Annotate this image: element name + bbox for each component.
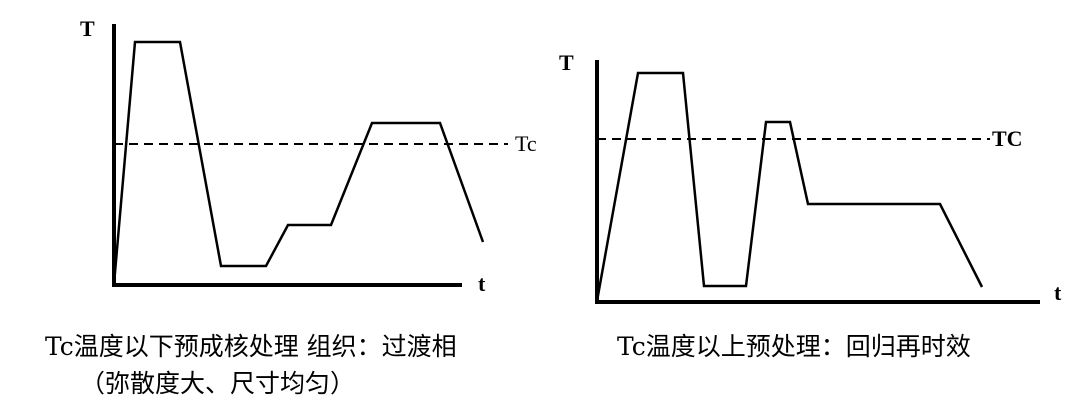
right-y-axis-label: T xyxy=(559,50,574,75)
right-caption: Tc温度以上预处理：回归再时效 xyxy=(617,332,971,361)
left-tc-label: Tc xyxy=(515,131,537,156)
left-x-axis-label: t xyxy=(478,271,486,296)
left-y-axis-label: T xyxy=(80,16,95,41)
right-temperature-curve xyxy=(595,71,984,302)
left-temperature-curve xyxy=(112,40,485,285)
right-diagram: T t TC xyxy=(559,50,1062,305)
left-diagram: T t Tc xyxy=(80,16,537,296)
right-x-axis-label: t xyxy=(1054,280,1062,305)
left-caption-line-1: Tc温度以下预成核处理 组织：过渡相 xyxy=(45,332,457,361)
left-caption-line-2: （弥散度大、尺寸均匀） xyxy=(80,369,356,398)
right-tc-label: TC xyxy=(992,126,1023,151)
